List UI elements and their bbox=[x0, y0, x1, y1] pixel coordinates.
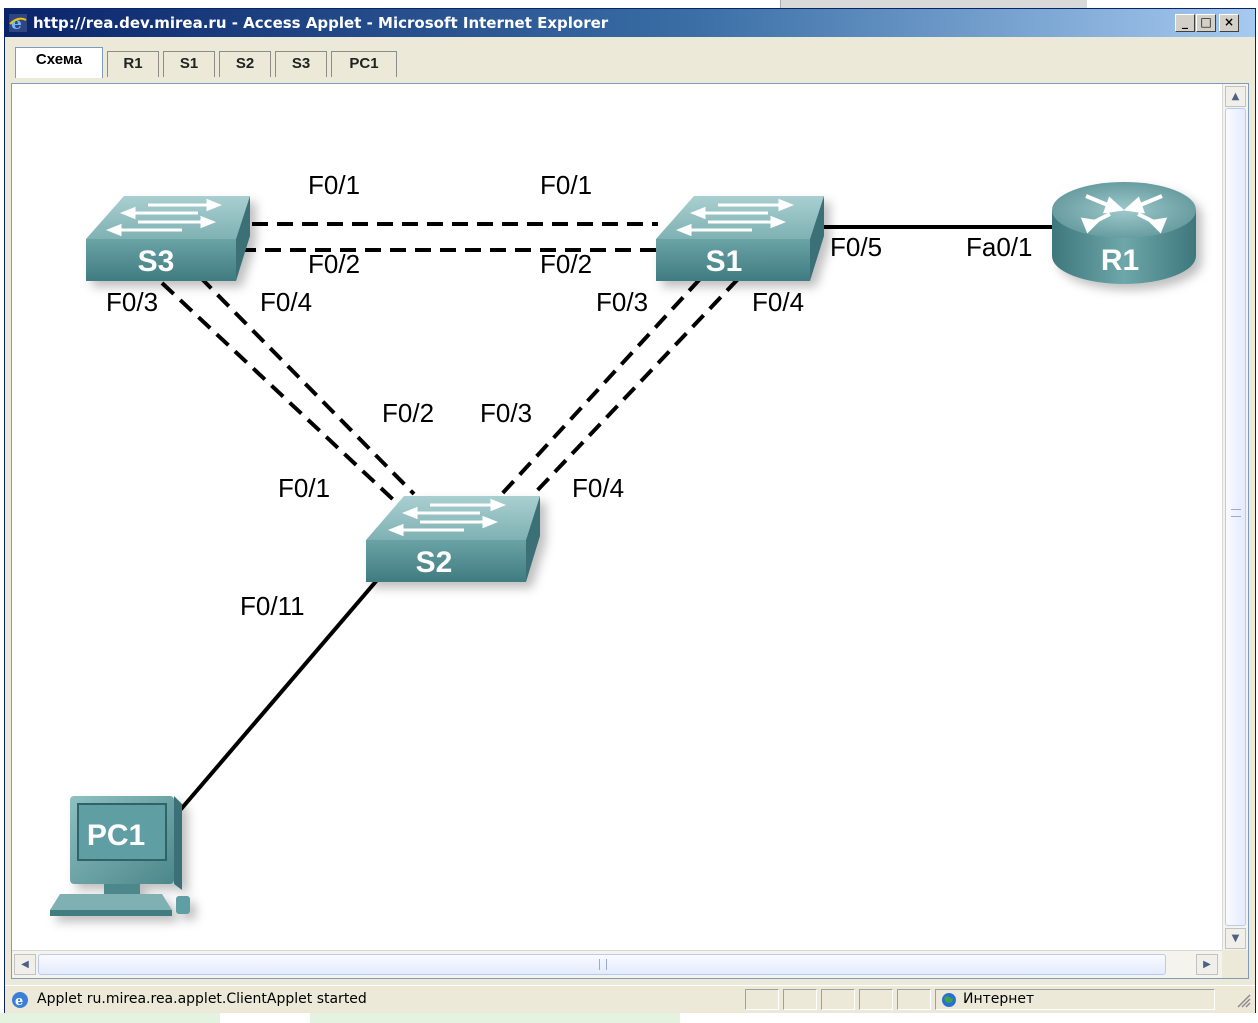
link-s2-pc1 bbox=[168, 570, 386, 824]
background-panel bbox=[310, 1013, 680, 1023]
switch-s1-icon[interactable] bbox=[656, 196, 824, 281]
link-s3-s2-f04 bbox=[198, 275, 416, 496]
title-bar[interactable]: e http://rea.dev.mirea.ru - Access Apple… bbox=[5, 9, 1255, 37]
horizontal-scroll-thumb[interactable] bbox=[38, 954, 1166, 975]
status-pane bbox=[745, 989, 779, 1010]
router-r1-icon[interactable] bbox=[1052, 182, 1196, 284]
device-label-s3: S3 bbox=[138, 245, 175, 278]
port-label-s3-f01: F0/1 bbox=[308, 170, 360, 200]
tab-r1[interactable]: R1 bbox=[107, 51, 159, 77]
port-label-s3-f02: F0/2 bbox=[308, 249, 360, 279]
pc1-icon[interactable] bbox=[50, 796, 190, 916]
background-window-edge bbox=[780, 0, 1087, 8]
globe-icon bbox=[942, 993, 956, 1007]
device-label-s1: S1 bbox=[706, 245, 743, 278]
port-label-s2-f02: F0/2 bbox=[382, 398, 434, 428]
status-pane bbox=[821, 989, 855, 1010]
tab-s3[interactable]: S3 bbox=[275, 51, 327, 77]
status-bar: e Applet ru.mirea.rea.applet.ClientApple… bbox=[5, 985, 1255, 1013]
links bbox=[160, 222, 1052, 824]
port-label-s1-f01: F0/1 bbox=[540, 170, 592, 200]
port-label-r1-fa01: Fa0/1 bbox=[966, 232, 1033, 262]
port-label-s1-f02: F0/2 bbox=[540, 249, 592, 279]
window-title: http://rea.dev.mirea.ru - Access Applet … bbox=[33, 14, 609, 32]
thumb-grip bbox=[1231, 509, 1241, 517]
tab-schema[interactable]: Схема bbox=[15, 47, 103, 78]
svg-text:e: e bbox=[11, 14, 22, 32]
ie-icon: e bbox=[12, 992, 28, 1009]
scroll-left-icon[interactable]: ◀ bbox=[14, 954, 36, 975]
desktop-strip-top bbox=[0, 0, 1258, 8]
status-text: Applet ru.mirea.rea.applet.ClientApplet … bbox=[37, 991, 367, 1007]
security-zone-label: Интернет bbox=[963, 991, 1035, 1007]
maximize-button[interactable]: □ bbox=[1196, 14, 1216, 32]
device-label-pc1: PC1 bbox=[87, 819, 145, 852]
thumb-grip bbox=[599, 959, 607, 970]
switch-s3-icon[interactable] bbox=[86, 196, 250, 281]
resize-grip-icon[interactable] bbox=[1235, 992, 1251, 1008]
link-s3-s2-f03 bbox=[160, 281, 402, 508]
scroll-up-icon[interactable]: ▲ bbox=[1225, 86, 1246, 107]
port-label-s1-f04: F0/4 bbox=[752, 287, 804, 317]
port-label-s3-f04: F0/4 bbox=[260, 287, 312, 317]
tab-s1[interactable]: S1 bbox=[163, 51, 215, 77]
status-pane bbox=[897, 989, 931, 1010]
port-label-s1-f03: F0/3 bbox=[596, 287, 648, 317]
svg-text:e: e bbox=[15, 994, 23, 1009]
network-topology-diagram: S3 S1 bbox=[50, 170, 1196, 916]
device-label-r1: R1 bbox=[1101, 244, 1139, 277]
device-label-s2: S2 bbox=[416, 546, 453, 579]
status-pane bbox=[783, 989, 817, 1010]
background-panel bbox=[0, 1013, 220, 1023]
port-label-s2-f04: F0/4 bbox=[572, 473, 624, 503]
scroll-right-icon[interactable]: ▶ bbox=[1196, 954, 1218, 975]
status-pane bbox=[859, 989, 893, 1010]
port-label-s3-f03: F0/3 bbox=[106, 287, 158, 317]
scroll-down-icon[interactable]: ▼ bbox=[1225, 928, 1246, 949]
browser-window: e http://rea.dev.mirea.ru - Access Apple… bbox=[4, 8, 1256, 1013]
port-label-s1-f05: F0/5 bbox=[830, 232, 882, 262]
desktop-strip-bottom bbox=[0, 1013, 1258, 1023]
security-zone-pane bbox=[935, 989, 1215, 1010]
port-label-s2-f03: F0/3 bbox=[480, 398, 532, 428]
vertical-scroll-thumb[interactable] bbox=[1225, 108, 1246, 926]
horizontal-scrollbar[interactable]: ◀ ▶ bbox=[12, 950, 1222, 978]
ie-icon: e bbox=[9, 14, 27, 32]
tab-pc1[interactable]: PC1 bbox=[331, 51, 397, 77]
scrollbar-corner bbox=[1222, 950, 1248, 978]
applet-panel: S3 S1 bbox=[11, 83, 1249, 979]
close-button[interactable]: × bbox=[1219, 14, 1239, 32]
switch-s2-icon[interactable] bbox=[366, 496, 540, 582]
port-label-s2-f011: F0/11 bbox=[240, 591, 305, 621]
minimize-button[interactable]: _ bbox=[1175, 14, 1195, 32]
tab-s2[interactable]: S2 bbox=[219, 51, 271, 77]
vertical-scrollbar[interactable]: ▲ ▼ bbox=[1222, 84, 1248, 950]
port-label-s2-f01: F0/1 bbox=[278, 473, 330, 503]
